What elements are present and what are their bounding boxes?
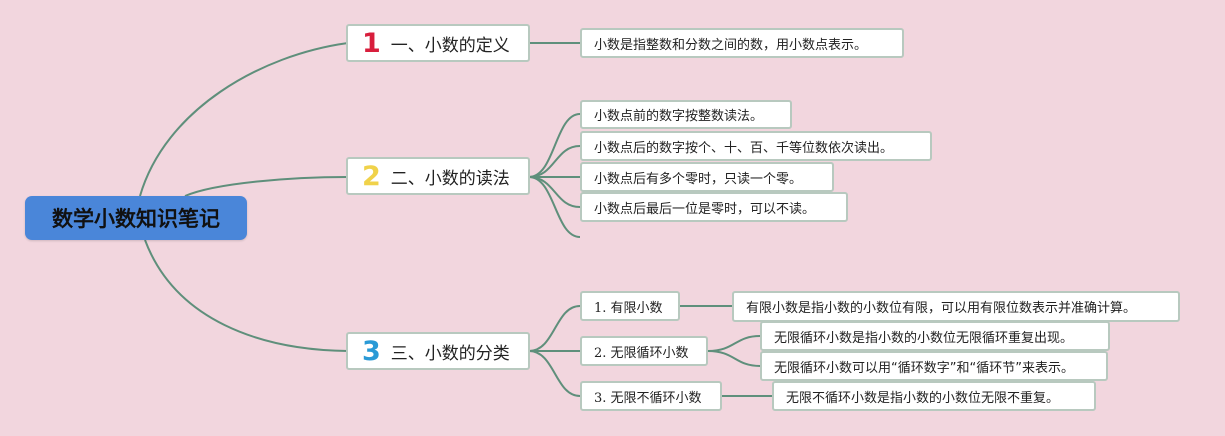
detail-text: 小数点后有多个零时，只读一个零。 bbox=[594, 171, 803, 187]
branch-title: 一、小数的定义 bbox=[390, 35, 510, 56]
detail-node[interactable]: 小数点后的数字按个、十、百、千等位数依次读出。 bbox=[580, 131, 932, 161]
number-3-icon: 3 bbox=[362, 335, 381, 367]
branch-definition[interactable]: 1 一、小数的定义 bbox=[346, 24, 530, 62]
sub-topic-label: 2. 无限循环小数 bbox=[594, 345, 689, 361]
link-branch2-detail4 bbox=[528, 176, 581, 208]
detail-text: 小数点后的数字按个、十、百、千等位数依次读出。 bbox=[594, 140, 894, 156]
link-branch2-detail1 bbox=[528, 113, 581, 178]
link-root-branch2 bbox=[184, 176, 349, 197]
number-2-icon: 2 bbox=[362, 160, 381, 192]
detail-text: 无限循环小数可以用“循环数字”和“循环节”来表示。 bbox=[774, 360, 1074, 376]
detail-text: 有限小数是指小数的小数位有限，可以用有限位数表示并准确计算。 bbox=[746, 301, 1137, 316]
root-topic[interactable]: 数学小数知识笔记 bbox=[25, 196, 247, 240]
link-sub2-detail1 bbox=[707, 335, 761, 352]
link-sub2-detail2 bbox=[707, 350, 761, 367]
link-branch3-sub3 bbox=[528, 350, 581, 397]
detail-node[interactable]: 无限不循环小数是指小数的小数位无限不重复。 bbox=[772, 381, 1096, 411]
detail-text: 小数是指整数和分数之间的数，用小数点表示。 bbox=[594, 37, 868, 53]
sub-topic-label: 1. 有限小数 bbox=[594, 300, 663, 316]
detail-text: 小数点前的数字按整数读法。 bbox=[594, 109, 764, 124]
link-root-branch3 bbox=[144, 239, 349, 352]
number-1-icon: 1 bbox=[362, 27, 381, 59]
detail-node[interactable]: 小数是指整数和分数之间的数，用小数点表示。 bbox=[580, 28, 904, 58]
root-title: 数学小数知识笔记 bbox=[52, 207, 220, 231]
branch-title: 二、小数的读法 bbox=[390, 168, 510, 189]
detail-text: 小数点后最后一位是零时，可以不读。 bbox=[594, 201, 816, 217]
detail-node[interactable]: 有限小数是指小数的小数位有限，可以用有限位数表示并准确计算。 bbox=[732, 291, 1180, 322]
detail-text: 无限不循环小数是指小数的小数位无限不重复。 bbox=[786, 390, 1060, 406]
sub-topic-nonrepeating[interactable]: 3. 无限不循环小数 bbox=[580, 381, 722, 411]
sub-topic-label: 3. 无限不循环小数 bbox=[594, 390, 702, 406]
sub-topic-repeating[interactable]: 2. 无限循环小数 bbox=[580, 336, 708, 366]
branch-title: 三、小数的分类 bbox=[390, 343, 510, 364]
link-branch3-sub1 bbox=[528, 305, 581, 352]
branch-reading[interactable]: 2 二、小数的读法 bbox=[346, 157, 530, 195]
link-branch2-extra bbox=[528, 176, 581, 238]
detail-node[interactable]: 无限循环小数可以用“循环数字”和“循环节”来表示。 bbox=[760, 351, 1108, 381]
sub-topic-finite[interactable]: 1. 有限小数 bbox=[580, 291, 680, 321]
detail-node[interactable]: 无限循环小数是指小数的小数位无限循环重复出现。 bbox=[760, 321, 1110, 351]
branch-classification[interactable]: 3 三、小数的分类 bbox=[346, 332, 530, 370]
detail-node[interactable]: 小数点后最后一位是零时，可以不读。 bbox=[580, 192, 848, 222]
detail-text: 无限循环小数是指小数的小数位无限循环重复出现。 bbox=[774, 330, 1074, 346]
detail-node[interactable]: 小数点前的数字按整数读法。 bbox=[580, 100, 792, 129]
link-root-branch1 bbox=[139, 42, 349, 197]
link-branch2-detail2 bbox=[528, 145, 581, 178]
detail-node[interactable]: 小数点后有多个零时，只读一个零。 bbox=[580, 162, 834, 192]
